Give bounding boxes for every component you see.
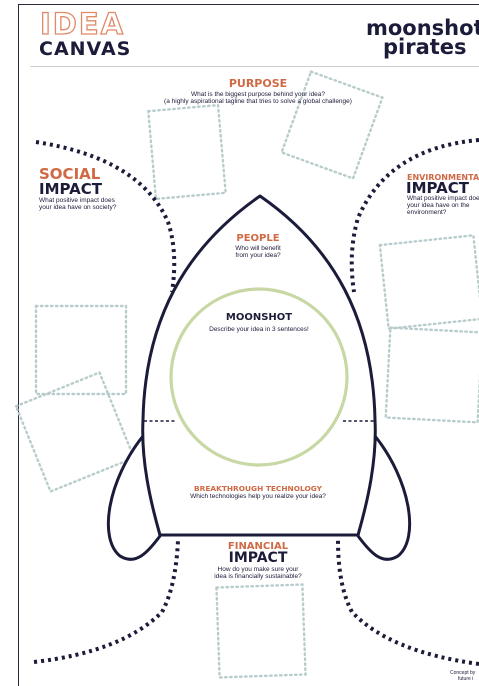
financial-impact-title: IMPACT [228, 550, 288, 566]
note-placeholder-social-1 [34, 304, 128, 396]
environmental-impact-title: IMPACT [406, 179, 469, 197]
financial-title: FINANCIAL [227, 541, 289, 552]
arc-bottom-left [33, 539, 180, 664]
arc-environmental [349, 138, 479, 293]
brand-canvas-title: CANVAS [39, 38, 132, 60]
note-placeholder-purpose-left [146, 103, 228, 201]
environmental-question-line-1: What positive impact does [407, 195, 479, 202]
note-placeholder-financial [215, 583, 307, 679]
people-question-line-1: Who will benefit [235, 245, 281, 252]
social-impact-title: IMPACT [39, 180, 102, 198]
arc-social [35, 140, 177, 293]
brand-idea-title: IDEA [39, 7, 126, 41]
moonshot-question: Describe your idea in 3 sentences! [209, 326, 309, 333]
note-placeholder-env-2 [384, 326, 479, 424]
logo-line-2: pirates [383, 35, 467, 59]
arc-bottom-right [336, 539, 479, 666]
note-placeholder-social-2 [14, 370, 136, 494]
financial-question-line-2: idea is financially sustainable? [214, 573, 302, 580]
note-placeholder-purpose-right [280, 70, 384, 180]
moon-circle [169, 287, 349, 467]
social-question-line-2: your idea have on society? [39, 204, 117, 211]
breakthrough-title: BREAKTHROUGH TECHNOLOGY [194, 484, 322, 493]
environmental-question-line-2: your idea have on the [407, 202, 470, 209]
rocket-shape [106, 194, 412, 561]
purpose-title: PURPOSE [228, 77, 288, 90]
frame-border-left [18, 4, 19, 686]
footer-credit-line-1: Concept by [450, 670, 476, 676]
footer-credit-line-2: future i [458, 676, 474, 682]
moonshot-title: MOONSHOT [225, 312, 293, 323]
social-title: SOCIAL [39, 165, 101, 183]
note-placeholder-env-1 [378, 233, 479, 331]
header-divider [30, 66, 479, 67]
people-question-line-2: from your idea? [235, 252, 281, 259]
environmental-title: ENVIRONMENTAL [407, 173, 479, 182]
social-question-line-1: What positive impact does [39, 197, 115, 204]
logo-line-1: moonshot [366, 16, 479, 40]
purpose-hint: (a highly aspirational tagline that trie… [164, 98, 352, 105]
frame-border-top [18, 4, 479, 5]
rocket-body [141, 194, 377, 537]
financial-question-line-1: How do you make sure your [217, 566, 299, 573]
people-title: PEOPLE [236, 233, 280, 244]
environmental-question-line-3: environment? [407, 209, 447, 216]
breakthrough-question: Which technologies help you realize your… [190, 493, 326, 500]
purpose-question: What is the biggest purpose behind your … [190, 91, 326, 98]
